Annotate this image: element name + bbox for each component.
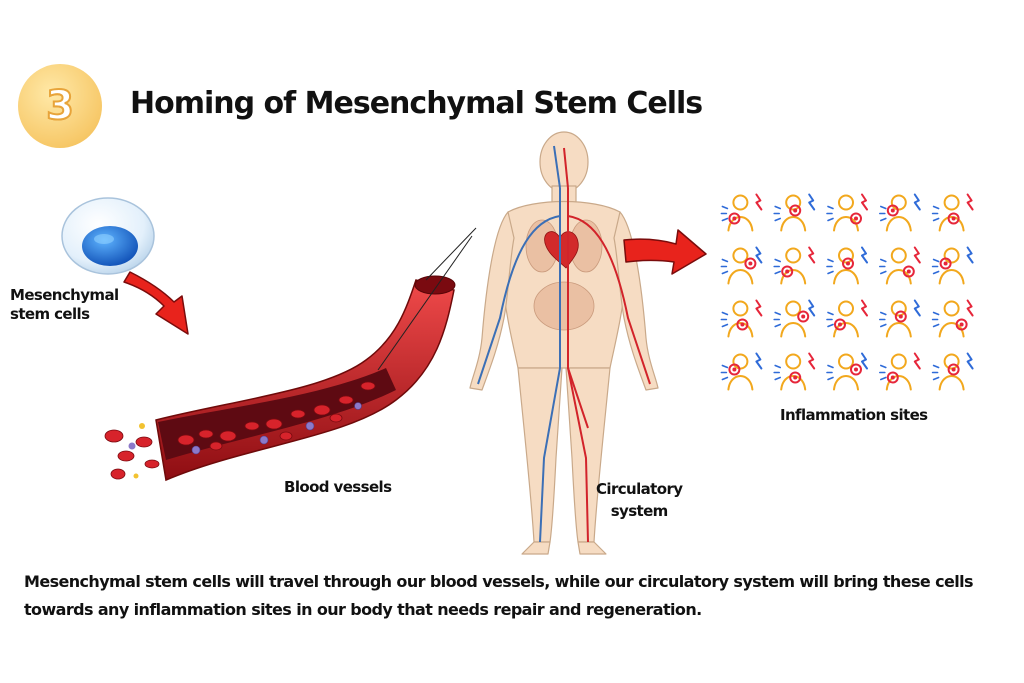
label-stem-cells-text: Mesenchymal stem cells [10,286,119,323]
label-circulatory-text: Circulatory system [596,480,683,520]
hand-pain-icon [773,352,816,391]
leg-pain-icon [826,246,868,285]
pelvic-pain-icon [879,352,921,391]
label-circulatory-system: Circulatory system [596,478,683,522]
label-stem-cells: Mesenchymal stem cells [10,286,119,324]
step-badge: 3 [18,64,102,148]
blood-vessel-illustration [104,227,477,482]
shoulder-pain-icon [720,299,763,338]
page-title: Homing of Mesenchymal Stem Cells [130,86,703,121]
tooth-pain-icon [773,193,816,232]
elbow-pain-icon [931,299,974,338]
knee-ache-icon [931,246,974,285]
body-ache-icon [720,246,763,285]
arrow-cell-to-vessel [123,271,189,335]
arm-pain-icon [826,299,868,338]
knee-joint-icon [931,352,974,391]
step-number: 3 [45,82,75,130]
eye-pain-icon [931,193,974,232]
head-pain-icon [720,193,763,232]
foot-pain-icon [826,352,868,391]
label-inflammation-sites: Inflammation sites [780,406,928,424]
stem-cell-illustration [61,197,155,275]
inflammation-icons-grid [720,193,974,391]
arrow-body-to-sites [623,229,707,275]
stomach-pain-icon [773,246,816,285]
nose-pain-icon [826,193,868,232]
spine-pain-icon [773,299,816,338]
label-blood-vessels: Blood vessels [284,478,392,496]
wrist-pain-icon [720,352,763,391]
ear-pain-icon [879,193,921,232]
back-pain-icon [879,246,921,285]
human-body-illustration [469,131,659,555]
caption-text: Mesenchymal stem cells will travel throu… [24,572,974,619]
neck-pain-icon [879,299,921,338]
